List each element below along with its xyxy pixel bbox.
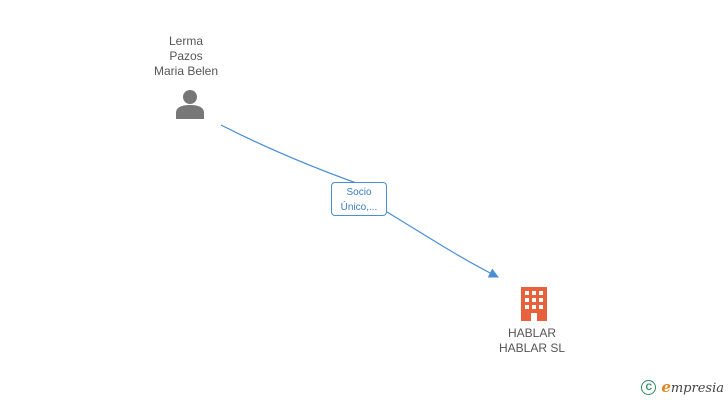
edge-label-line-1: Socio [346,187,372,198]
person-name-line-1: Lerma [168,34,203,48]
person-name-line-3: Maria Belen [153,64,219,78]
person-node-label[interactable]: Lerma Pazos Maria Belen [126,34,246,79]
edge-label[interactable]: Socio Único,... [331,182,387,216]
company-name-line-2: HABLAR SL [498,341,566,355]
person-name-line-2: Pazos [169,49,203,63]
company-node-label[interactable]: HABLAR HABLAR SL [472,326,592,356]
watermark: C empresia [641,378,724,396]
person-icon[interactable] [174,89,206,119]
building-icon[interactable] [519,287,549,321]
brand-first-letter: e [661,378,671,396]
brand-rest: mpresia [670,381,724,396]
copyright-icon: C [641,379,657,395]
brand-logo: empresia [661,378,724,396]
company-name-line-1: HABLAR [507,326,557,340]
edge-label-line-2: Único,... [340,202,378,213]
edge-person-to-company[interactable] [220,124,498,277]
